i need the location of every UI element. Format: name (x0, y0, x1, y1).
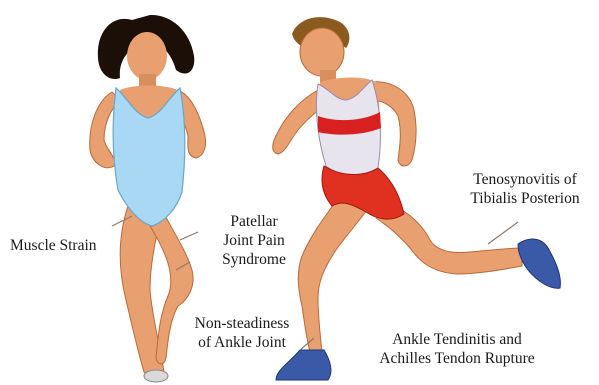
man-leg-front (298, 190, 370, 352)
man-shoe-front (276, 350, 331, 380)
man-shoe-rear (518, 239, 560, 288)
label-nonsteadiness: Non-steadiness of Ankle Joint (180, 314, 304, 352)
label-ankle-tendinitis: Ankle Tendinitis and Achilles Tendon Rup… (350, 330, 564, 368)
woman-shoe-left (144, 370, 168, 382)
label-nonsteady-line2: of Ankle Joint (180, 333, 304, 352)
man-head (300, 28, 344, 76)
label-ankle-line2: Achilles Tendon Rupture (350, 349, 564, 368)
label-nonsteady-line1: Non-steadiness (180, 314, 304, 333)
label-tenosyn-line1: Tenosynovitis of (452, 170, 598, 189)
woman-face (127, 32, 167, 80)
label-tenosyn-line2: Tibialis Posterion (452, 189, 598, 208)
label-patellar-line3: Syndrome (206, 250, 302, 269)
leader-patellar (180, 232, 198, 240)
label-patellar-line2: Joint Pain (206, 231, 302, 250)
leader-tenosyn (488, 222, 518, 244)
label-patellar-line1: Patellar (206, 212, 302, 231)
label-ankle-line1: Ankle Tendinitis and (350, 330, 564, 349)
label-muscle-strain: Muscle Strain (10, 236, 97, 255)
label-patellar: Patellar Joint Pain Syndrome (206, 212, 302, 269)
label-tenosynovitis: Tenosynovitis of Tibialis Posterion (452, 170, 598, 208)
